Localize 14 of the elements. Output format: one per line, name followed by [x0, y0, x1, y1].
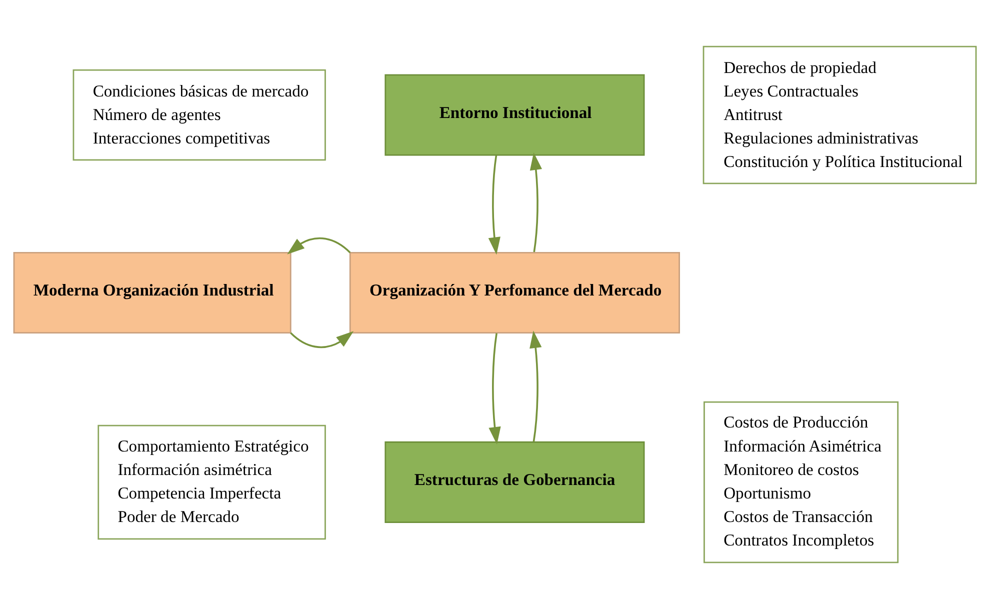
arrow — [530, 330, 542, 442]
node-box: Derechos de propiedad Leyes Contractuales Antitrust Regulaciones administrativas Constitución y Política Institucional — [702, 46, 977, 184]
node-box: Costos de Producción Información Asimétrica Monitoreo de costos Oportunismo Costos de Transacción Contratos Incompletos — [704, 401, 899, 564]
node-box: Organización Y Perfomance del Mercado — [349, 252, 680, 334]
node-box: Entorno Institucional — [384, 74, 645, 156]
arrow — [488, 155, 500, 255]
arrow — [488, 333, 501, 444]
node-box: Comportamiento Estratégico Información asimétrica Competencia Imperfecta Poder de Mercado — [98, 424, 326, 540]
node-box: Moderna Organización Industrial — [13, 252, 292, 334]
arrow — [287, 237, 351, 254]
node-box: Estructuras de Gobernancia — [384, 441, 645, 524]
arrow — [290, 331, 354, 348]
node-box: Condiciones básicas de mercado Número de agentes Interacciones competitivas — [72, 69, 326, 161]
arrow — [530, 152, 542, 252]
